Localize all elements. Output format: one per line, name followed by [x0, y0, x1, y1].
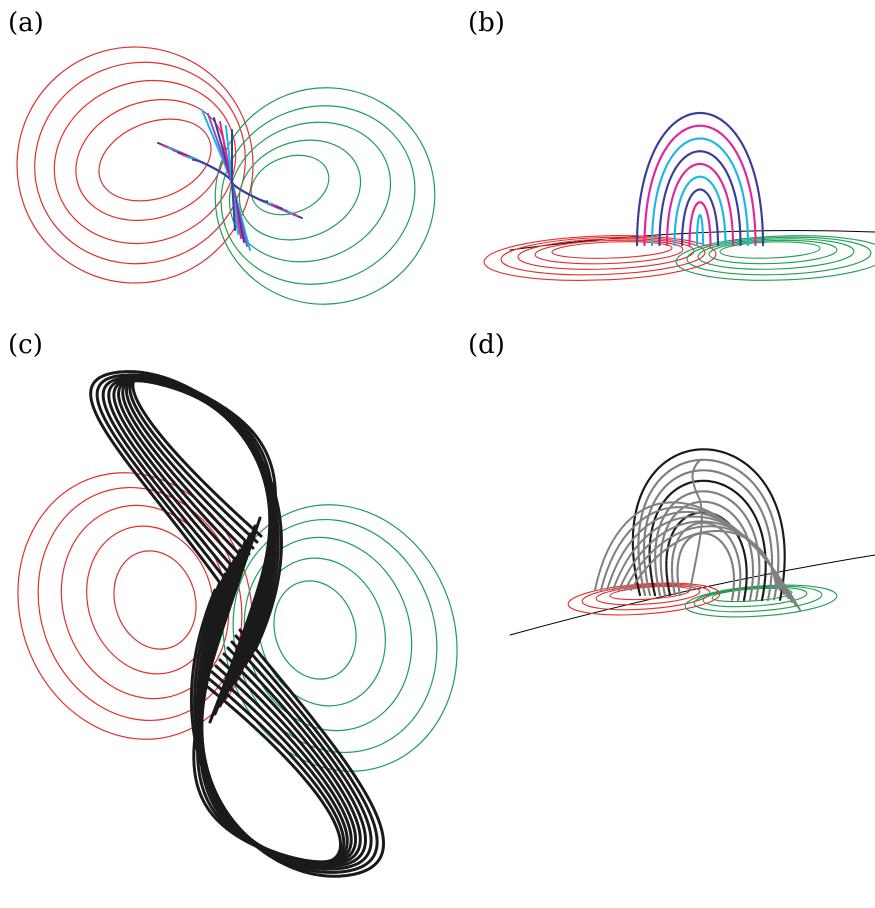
red-contour — [113, 550, 197, 650]
panel-a-diagram — [16, 46, 436, 305]
green-contour — [684, 584, 838, 618]
red-contour — [98, 118, 212, 202]
red-contour — [34, 61, 246, 265]
green-contour — [238, 139, 362, 241]
green-contour — [220, 105, 416, 285]
flux-rope-line — [689, 459, 703, 591]
flux-rope-line — [676, 532, 735, 602]
flux-rope-line — [648, 479, 767, 602]
photosphere-curve — [509, 229, 875, 251]
red-contour — [17, 472, 253, 740]
field-line-arch — [658, 150, 742, 247]
flux-rope-line — [89, 370, 283, 652]
field-line-sheared — [231, 129, 236, 231]
red-contour — [551, 241, 673, 259]
field-line-arch — [643, 124, 757, 247]
green-contour — [258, 557, 386, 707]
flux-rope-line — [637, 458, 780, 602]
flux-rope-line — [670, 521, 742, 602]
green-contour — [214, 87, 436, 305]
green-contour — [675, 235, 875, 281]
panel-label-a: (a) — [8, 8, 44, 38]
green-contour — [273, 580, 357, 680]
field-line-arch — [688, 201, 712, 247]
field-line-arch — [673, 175, 727, 247]
red-contour — [483, 235, 717, 281]
red-contour — [500, 236, 706, 276]
panel-d-diagram — [509, 448, 875, 636]
flux-rope-line — [630, 530, 777, 591]
red-contour — [16, 46, 254, 284]
panel-label-c: (c) — [8, 330, 43, 360]
red-contour — [517, 238, 695, 270]
red-contour — [581, 583, 711, 611]
flux-rope-line — [95, 373, 280, 660]
green-contour — [686, 236, 872, 276]
panel-b-diagram — [483, 111, 875, 281]
green-contour — [228, 121, 392, 263]
green-contour — [250, 154, 330, 216]
field-line-arch — [665, 163, 735, 247]
red-contour — [534, 239, 684, 265]
green-contour — [702, 586, 808, 608]
field-line-arch — [635, 111, 765, 247]
field-line-arch — [695, 213, 705, 247]
flux-rope-line — [643, 469, 774, 602]
panel-c-diagram — [17, 370, 458, 878]
field-line-arch — [650, 137, 750, 247]
flux-rope-line — [131, 373, 277, 724]
flux-rope-line — [659, 500, 755, 602]
panel-label-d: (d) — [468, 330, 505, 360]
field-line-arch — [680, 188, 720, 247]
green-contour — [708, 239, 838, 265]
panel-label-b: (b) — [468, 8, 505, 38]
photosphere-curve — [509, 554, 875, 636]
flux-rope-line — [192, 516, 342, 865]
green-contour — [697, 238, 855, 270]
flux-rope-line — [631, 448, 786, 602]
green-contour — [719, 241, 821, 259]
red-contour — [86, 525, 214, 675]
